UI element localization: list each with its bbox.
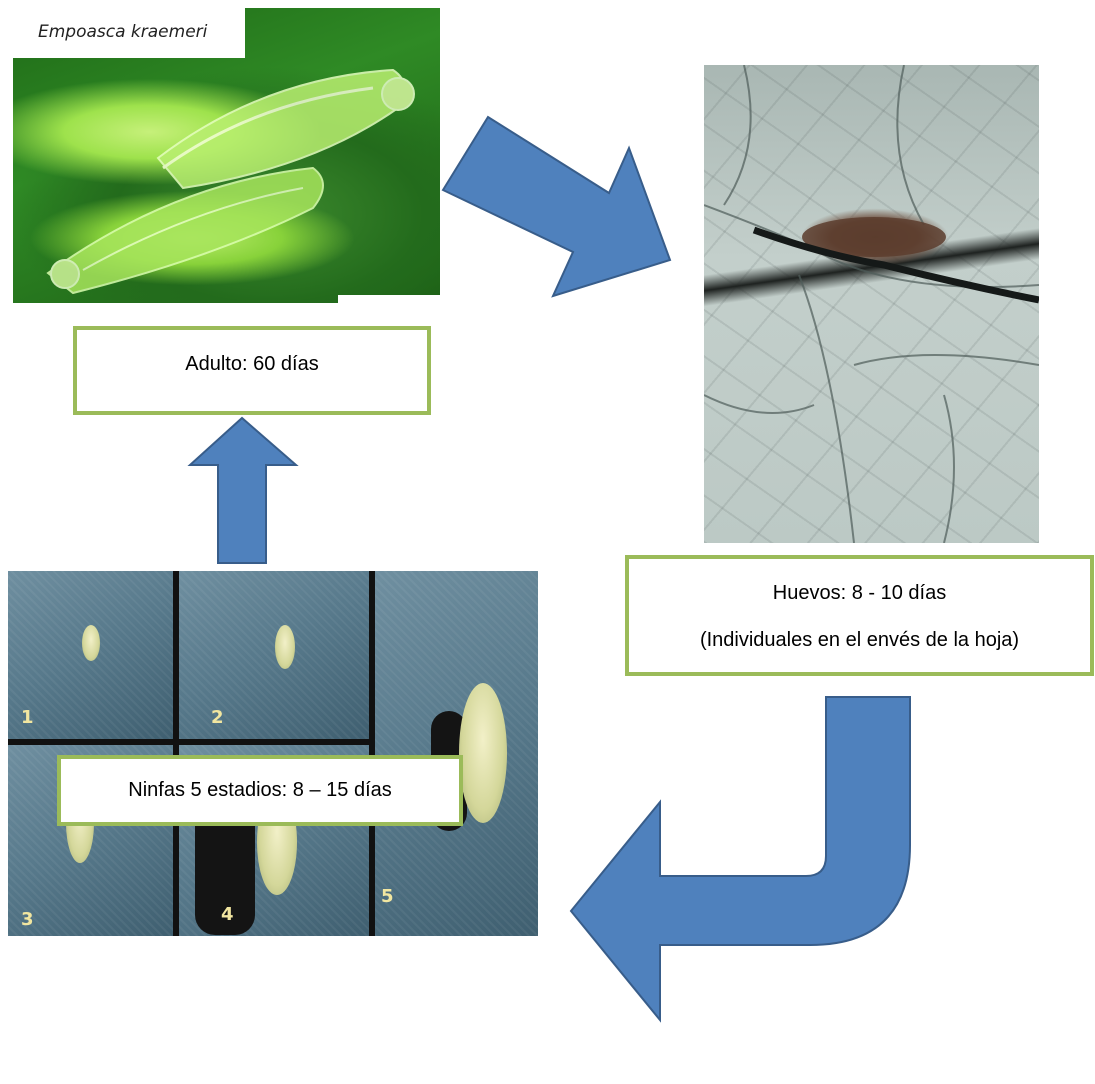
arrow-nymphs-to-adult <box>190 418 296 563</box>
arrow-eggs-to-nymphs <box>571 697 910 1020</box>
arrow-adult-to-eggs <box>443 117 670 296</box>
